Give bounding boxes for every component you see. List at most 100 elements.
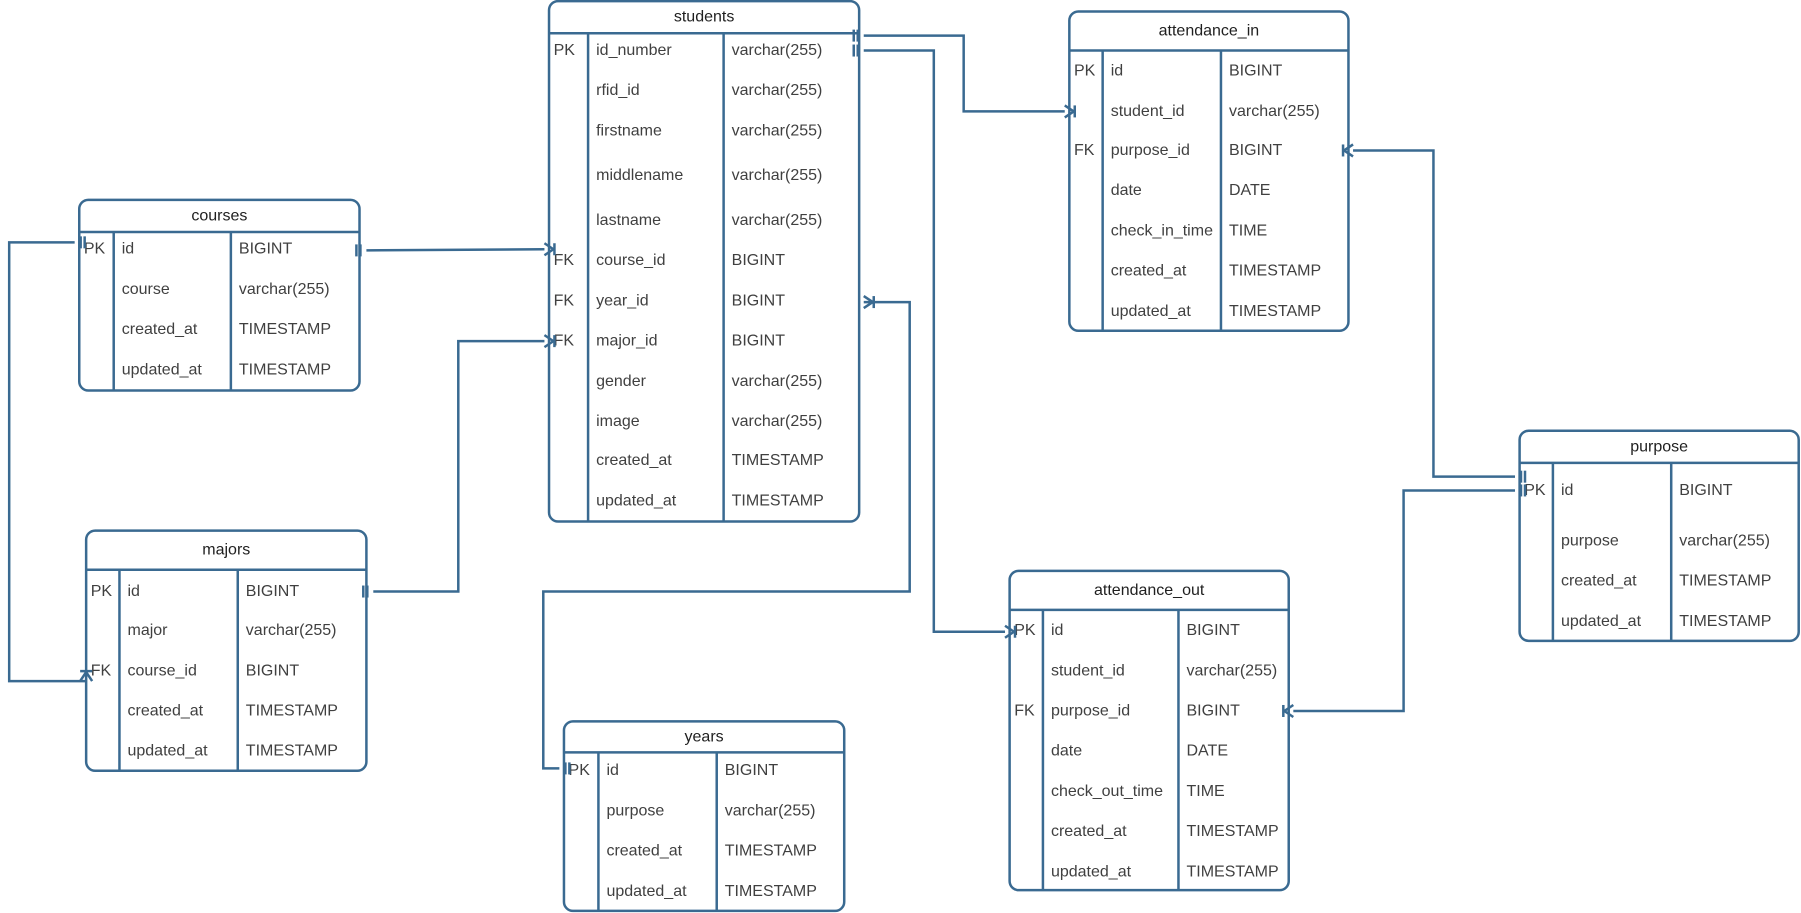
table-title: years [685, 728, 724, 745]
many-marker-prong [79, 671, 88, 682]
many-marker-prong [85, 671, 94, 682]
key-cell: FK [554, 333, 575, 350]
relationship-courses-to-students [366, 247, 545, 252]
column-type: varchar(255) [1187, 662, 1278, 679]
relationship-connectors [7, 34, 1515, 770]
column-name: id [1111, 63, 1123, 80]
column-type: varchar(255) [732, 122, 823, 139]
table-title: majors [202, 542, 250, 559]
table-frame [1068, 10, 1350, 333]
column-name: created_at [596, 452, 672, 469]
column-type: BIGINT [725, 762, 779, 779]
column-name: updated_at [1111, 303, 1192, 320]
column-type: BIGINT [1229, 142, 1283, 159]
column-type: TIMESTAMP [1679, 613, 1771, 630]
table-row: date DATE [1051, 743, 1228, 760]
column-name: id_number [596, 42, 672, 59]
column-name: purpose [606, 802, 664, 819]
column-type: varchar(255) [732, 167, 823, 184]
column-type: varchar(255) [732, 42, 823, 59]
key-cell: FK [554, 252, 575, 269]
table-title: purpose [1630, 438, 1688, 455]
table-row: created_at TIMESTAMP [596, 452, 824, 469]
relationship-purpose-to-attendance-out [1293, 489, 1515, 713]
key-cell: FK [1074, 142, 1095, 159]
table-frame [78, 198, 361, 392]
column-type: TIMESTAMP [732, 452, 824, 469]
column-name: firstname [596, 122, 662, 139]
table-frame [84, 529, 368, 772]
column-type: BIGINT [1229, 63, 1283, 80]
column-name: id [122, 241, 134, 258]
table-title: attendance_out [1094, 582, 1205, 599]
column-name: id [1051, 622, 1063, 639]
key-cell: PK [1014, 622, 1036, 639]
relationship-years-to-students [542, 300, 911, 770]
relationship-purpose-to-attendance-in [1353, 149, 1515, 478]
column-type: varchar(255) [732, 212, 823, 229]
many-marker-prong [1283, 709, 1295, 719]
column-type: BIGINT [246, 662, 300, 679]
table-row: created_at TIMESTAMP [1051, 823, 1279, 840]
many-marker-prong [863, 295, 874, 304]
column-name: created_at [606, 843, 682, 860]
column-type: varchar(255) [732, 413, 823, 430]
column-name: lastname [596, 212, 661, 229]
column-type: TIME [1187, 783, 1225, 800]
column-type: BIGINT [1187, 622, 1241, 639]
column-name: created_at [1051, 823, 1127, 840]
table-title: attendance_in [1159, 23, 1260, 40]
column-name: date [1051, 743, 1082, 760]
column-type: TIMESTAMP [239, 361, 331, 378]
column-name: middlename [596, 167, 683, 184]
table-frame [1008, 569, 1290, 892]
column-name: student_id [1051, 662, 1125, 679]
column-type: DATE [1187, 743, 1228, 760]
column-name: check_in_time [1111, 222, 1213, 239]
column-name: year_id [596, 292, 648, 309]
column-type: TIMESTAMP [1187, 823, 1279, 840]
key-cell: PK [84, 241, 106, 258]
column-name: updated_at [596, 492, 677, 509]
column-type: TIMESTAMP [732, 492, 824, 509]
column-type: TIMESTAMP [246, 702, 338, 719]
table-title: students [674, 9, 734, 26]
column-type: TIMESTAMP [1229, 303, 1321, 320]
table-row: student_id varchar(255) [1051, 662, 1277, 679]
column-name: purpose_id [1051, 702, 1130, 719]
table-row: firstname varchar(255) [596, 122, 822, 139]
column-name: purpose [1561, 532, 1619, 549]
many-marker-prong [1004, 624, 1015, 633]
column-name: created_at [127, 702, 203, 719]
many-marker-prong [543, 334, 555, 343]
column-type: TIMESTAMP [725, 883, 817, 900]
column-name: gender [596, 373, 646, 390]
column-type: varchar(255) [725, 802, 816, 819]
